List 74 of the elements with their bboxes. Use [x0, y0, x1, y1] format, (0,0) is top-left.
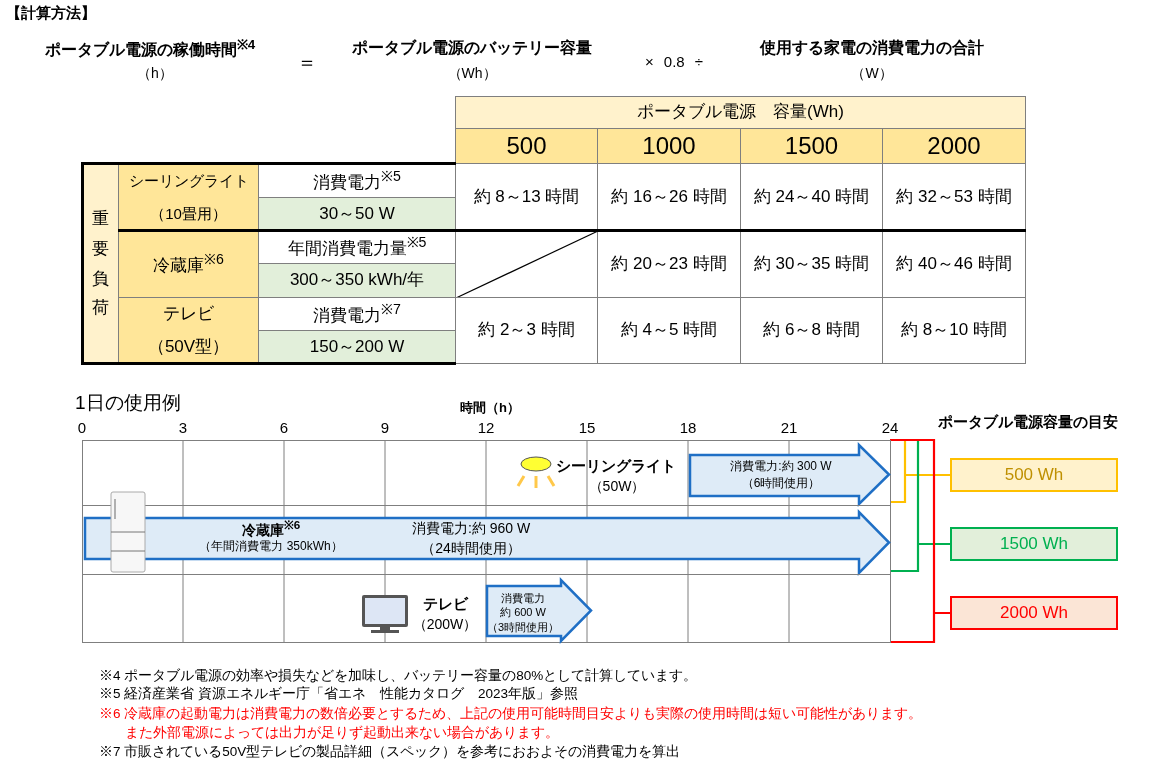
cell-text: 300～350 kWh/年 — [289, 270, 425, 291]
device-label: シーリングライト — [556, 457, 676, 475]
cell-text: 約 8～13 時間 — [473, 186, 580, 208]
formula-term: ポータブル電源のバッテリー容量 — [352, 38, 592, 58]
cell-text: 30～50 W — [319, 203, 395, 225]
unit-text: （Wh） — [447, 64, 497, 82]
arrow-label: 消費電力 — [501, 591, 545, 605]
axis-title: 時間（h） — [460, 401, 520, 416]
cell-text: 重要負荷 — [92, 208, 109, 320]
cell-text: 約 6～8 時間 — [763, 320, 860, 341]
tick-label: 0 — [77, 419, 87, 437]
timeline-row — [82, 440, 891, 506]
device-label: （200W） — [412, 615, 478, 633]
tick-label: 12 — [477, 419, 495, 437]
arrow-label: （24時間使用） — [421, 539, 521, 557]
arrow-label: （6時間使用） — [741, 477, 821, 491]
arrow-label: 約 600 W — [500, 605, 546, 619]
cell-text: 冷蔵庫$^{※6}$ — [153, 251, 224, 277]
cell-text: 約 4～5 時間 — [620, 320, 718, 341]
unit-text: （h） — [137, 64, 173, 82]
device-label: テレビ — [422, 595, 468, 613]
tick-label: 6 — [279, 419, 289, 437]
tick-label: 21 — [780, 419, 798, 437]
cell-text: 年間消費電力量$^{※5}$ — [287, 234, 427, 260]
formula-term: ポータブル電源の稼働時間$^{※4}$ — [44, 36, 256, 60]
legend-heading: ポータブル電源容量の目安 — [938, 413, 1118, 431]
footnote: ※4 ポータブル電源の効率や損失などを加味し、バッテリー容量の80%として計算しています。 — [99, 668, 698, 684]
timeline-row — [82, 574, 891, 643]
cell-text: 約 2～3 時間 — [478, 320, 575, 341]
arrow-label: （3時間使用） — [486, 620, 560, 634]
tick-label: 9 — [380, 419, 390, 437]
footnote: ※7 市販されている50V型テレビの製品詳細（スペック）を参考におおよその消費電力を算出 — [99, 744, 681, 760]
cell-text: シーリングライト — [128, 171, 249, 190]
cell-text: （50V型） — [147, 336, 230, 357]
device-label: （50W） — [588, 477, 646, 495]
tick-label: 18 — [679, 419, 697, 437]
cell-text: 約 32～53 時間 — [896, 186, 1012, 208]
cell-text: 2000 — [927, 131, 981, 161]
cell-text: 消費電力$^{※5}$ — [313, 167, 401, 193]
cell-text: 約 24～40 時間 — [753, 186, 870, 208]
bracket-line — [888, 438, 952, 504]
tick-label: 15 — [578, 419, 596, 437]
tick-label: 3 — [178, 419, 188, 437]
cell-text: 500 — [506, 131, 547, 161]
section-heading: 1日の使用例 — [75, 392, 181, 414]
formula-term: 使用する家電の消費電力の合計 — [760, 38, 984, 58]
tick-label: 24 — [881, 419, 899, 437]
cell-text: 1500 — [784, 131, 839, 161]
equals-sign: ＝ — [297, 50, 317, 74]
cell-text: ポータブル電源 容量(Wh) — [637, 102, 844, 123]
cell-text: テレビ — [163, 304, 214, 325]
footnote: ※6 冷蔵庫の起動電力は消費電力の数倍必要とするため、上記の使用可能時間目安よりも実際の使用時間は短い可能性があります。 — [99, 706, 923, 722]
cell-text: 消費電力$^{※7}$ — [313, 301, 401, 327]
capacity-box: 2000 Wh — [950, 596, 1118, 630]
capacity-box: 1500 Wh — [950, 527, 1118, 561]
unit-text: （W） — [851, 64, 893, 82]
cell-text: 1000 — [642, 131, 696, 161]
cell-text: 約 40～46 時間 — [896, 253, 1012, 275]
capacity-box: 500 Wh — [950, 458, 1118, 492]
section-heading: 【計算方法】 — [6, 4, 96, 22]
cell-text: 約 8～10 時間 — [901, 320, 1007, 341]
formula-operator: × 0.8 ÷ — [644, 53, 704, 71]
arrow-label: 冷蔵庫$^{※6}$ — [241, 518, 301, 538]
footnote: ※5 経済産業省 資源エネルギー庁「省エネ 性能カタログ 2023年版」参照 — [99, 686, 579, 702]
arrow-label: （年間消費電力 350kWh） — [199, 540, 343, 554]
cell-text: 約 20～23 時間 — [611, 253, 727, 275]
cell-text: 約 30～35 時間 — [753, 253, 870, 275]
arrow-label: 消費電力:約 960 W — [411, 519, 531, 537]
footnote: また外部電源によっては出力が足りず起動出来ない場合があります。 — [125, 725, 559, 741]
cell-text: 150～200 W — [309, 336, 405, 358]
arrow-label: 消費電力:約 300 W — [730, 460, 832, 474]
cell-text: （10畳用） — [150, 204, 227, 223]
bracket-line — [888, 438, 952, 644]
cell-text: 約 16～26 時間 — [611, 186, 727, 208]
